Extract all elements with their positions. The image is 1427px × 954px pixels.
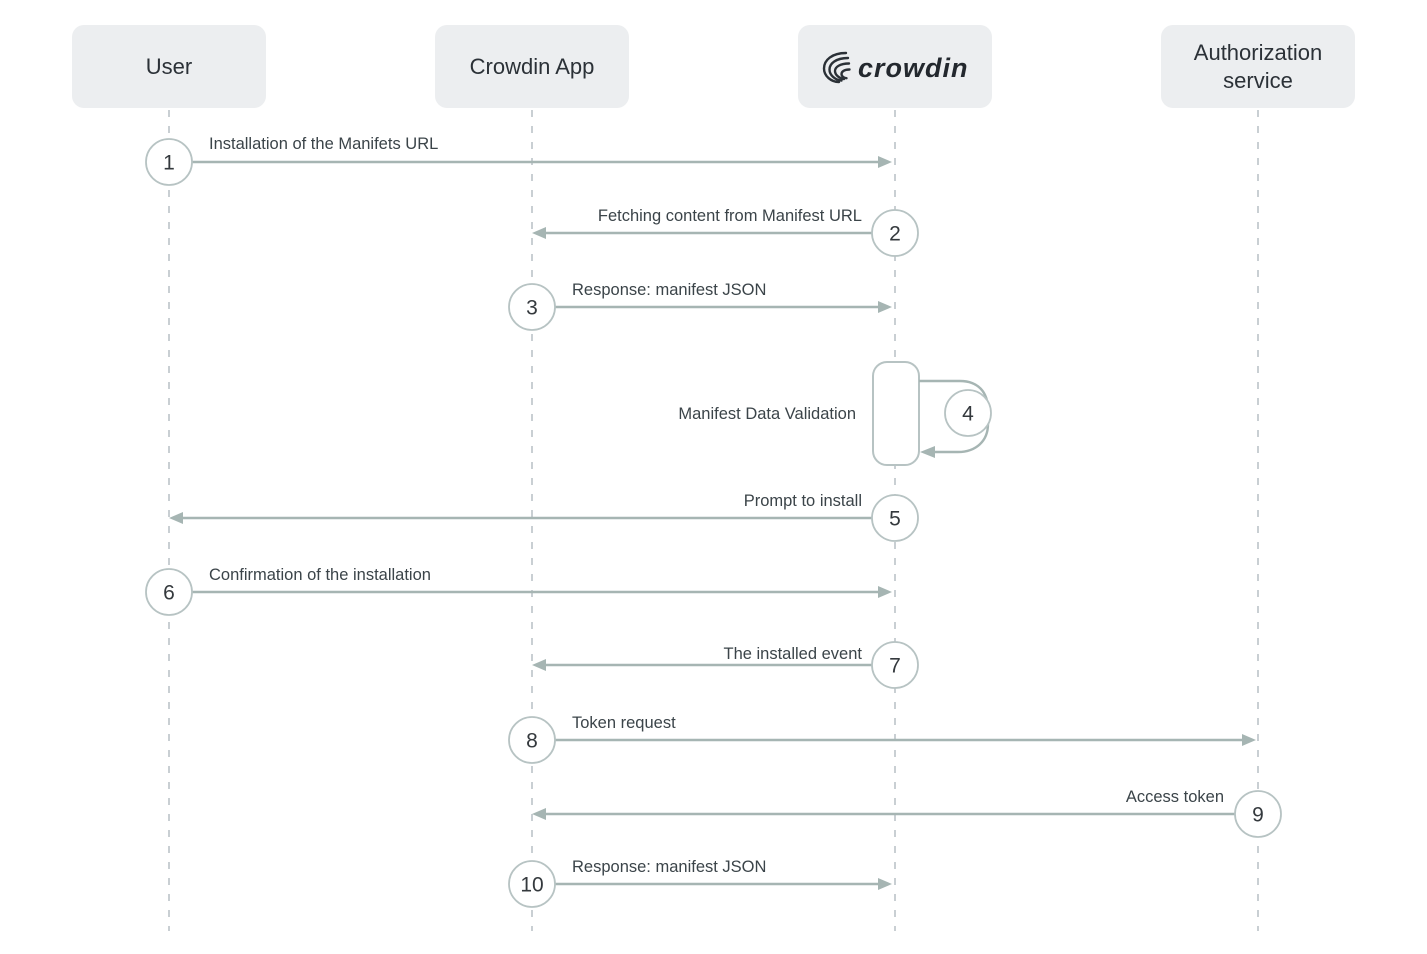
message-1-arrowhead <box>878 156 892 168</box>
actor-label-authorization-service-line2: service <box>1223 68 1293 93</box>
message-9-label: Access token <box>1126 788 1224 806</box>
message-2-step-number: 2 <box>889 223 901 246</box>
message-4-step-number: 4 <box>962 403 974 426</box>
message-10[interactable]: Response: manifest JSON 10 <box>508 858 892 908</box>
message-2-label: Fetching content from Manifest URL <box>598 207 862 225</box>
message-1-label: Installation of the Manifets URL <box>209 135 438 153</box>
message-4-step-circle[interactable] <box>944 389 992 437</box>
actor-label-crowdin-app: Crowdin App <box>470 54 595 79</box>
message-8-step-circle[interactable] <box>508 716 556 764</box>
message-10-step-circle[interactable] <box>508 860 556 908</box>
actor-box-crowdin <box>798 25 992 108</box>
message-3-label: Response: manifest JSON <box>572 281 766 299</box>
actor-label-user: User <box>146 54 192 79</box>
message-10-label: Response: manifest JSON <box>572 858 766 876</box>
message-6-label: Confirmation of the installation <box>209 566 431 584</box>
actor-box-crowdin-app <box>435 25 629 108</box>
message-8[interactable]: Token request 8 <box>508 714 1256 764</box>
message-1-step-circle[interactable] <box>145 138 193 186</box>
message-4-label: Manifest Data Validation <box>678 405 856 423</box>
actor-header-user[interactable]: User <box>72 25 266 108</box>
message-9-step-circle[interactable] <box>1234 790 1282 838</box>
message-1[interactable]: Installation of the Manifets URL 1 <box>145 135 892 186</box>
message-9[interactable]: Access token 9 <box>532 788 1282 838</box>
message-2-arrowhead <box>532 227 546 239</box>
message-3[interactable]: Response: manifest JSON 3 <box>508 281 892 331</box>
message-5-arrowhead <box>169 512 183 524</box>
message-5-label: Prompt to install <box>744 492 862 510</box>
actor-header-crowdin-app[interactable]: Crowdin App <box>435 25 629 108</box>
message-2-step-circle[interactable] <box>871 209 919 257</box>
message-1-step-number: 1 <box>163 152 175 175</box>
message-6-step-circle[interactable] <box>145 568 193 616</box>
message-6-step-number: 6 <box>163 582 175 605</box>
message-3-arrowhead <box>878 301 892 313</box>
message-3-step-circle[interactable] <box>508 283 556 331</box>
message-4[interactable]: Manifest Data Validation 4 <box>678 361 992 466</box>
message-4-arrowhead <box>920 446 935 458</box>
message-5-step-number: 5 <box>889 508 901 531</box>
message-8-label: Token request <box>572 714 676 732</box>
message-10-step-number: 10 <box>520 874 543 897</box>
message-4-activation-box <box>872 361 920 466</box>
message-9-step-number: 9 <box>1252 804 1264 827</box>
crowdin-logo-icon <box>822 51 851 84</box>
message-10-arrowhead <box>878 878 892 890</box>
message-7-label: The installed event <box>723 645 862 663</box>
message-5-step-circle[interactable] <box>871 494 919 542</box>
crowdin-logo-wordmark: crowdin <box>858 53 969 83</box>
message-2[interactable]: Fetching content from Manifest URL 2 <box>532 207 919 257</box>
message-8-step-number: 8 <box>526 730 538 753</box>
actor-header-authorization-service[interactable]: Authorization service <box>1161 25 1355 108</box>
message-7[interactable]: The installed event 7 <box>532 641 919 689</box>
message-3-step-number: 3 <box>526 297 538 320</box>
actor-box-user <box>72 25 266 108</box>
message-6-arrowhead <box>878 586 892 598</box>
message-7-arrowhead <box>532 659 546 671</box>
actor-box-authorization-service <box>1161 25 1355 108</box>
actor-label-authorization-service-line1: Authorization <box>1194 40 1322 65</box>
message-8-arrowhead <box>1242 734 1256 746</box>
message-6[interactable]: Confirmation of the installation 6 <box>145 566 892 616</box>
message-9-arrowhead <box>532 808 546 820</box>
message-7-step-circle[interactable] <box>871 641 919 689</box>
message-5[interactable]: Prompt to install 5 <box>169 492 919 542</box>
actor-header-crowdin[interactable]: crowdin <box>798 25 992 108</box>
message-7-step-number: 7 <box>889 655 901 678</box>
